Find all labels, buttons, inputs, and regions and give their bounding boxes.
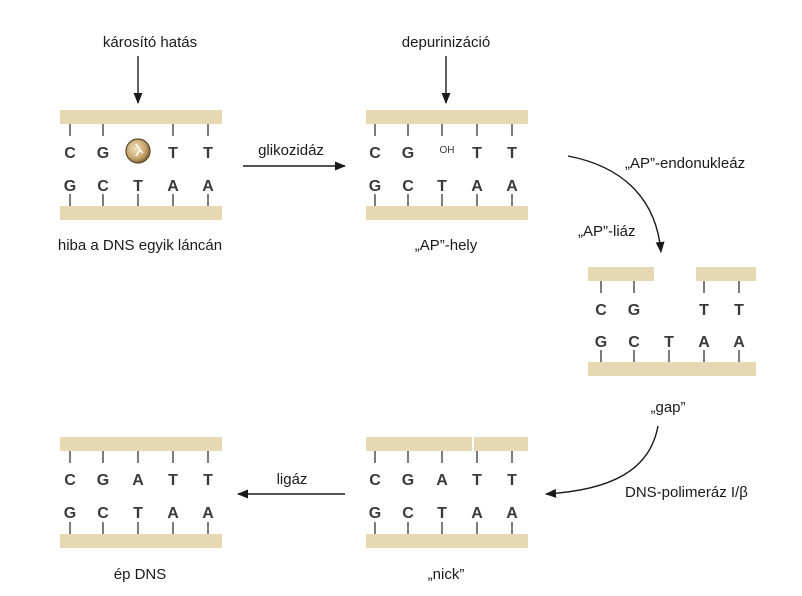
panel-gap: C G T T G C T A A „gap”	[588, 267, 756, 416]
base-bottom-5: A	[506, 178, 518, 195]
base-bottom-4: A	[167, 178, 179, 195]
base-top-5: T	[507, 472, 517, 489]
label-ap-site: „AP”-hely	[415, 237, 478, 254]
base-top-5: T	[203, 472, 213, 489]
oh-group: OH	[440, 145, 455, 156]
backbone-top-left	[588, 267, 654, 281]
base-bottom-2: C	[97, 178, 109, 195]
label-damaging-effect: károsító hatás	[103, 34, 197, 51]
base-bottom-5: A	[202, 178, 214, 195]
base-top-1: C	[64, 145, 76, 162]
base-top-2: G	[97, 145, 109, 162]
label-strand-error: hiba a DNS egyik láncán	[58, 237, 222, 254]
base-bottom-1: G	[64, 178, 76, 195]
backbone-bottom	[366, 206, 528, 220]
backbone-top	[60, 437, 222, 451]
base-bottom-3: T	[437, 505, 447, 522]
backbone-bottom	[60, 534, 222, 548]
top-ticks	[69, 451, 209, 463]
base-top-2: G	[402, 472, 414, 489]
base-bottom-2: C	[97, 505, 109, 522]
base-bottom-5: A	[506, 505, 518, 522]
bottom-ticks	[374, 194, 513, 206]
label-depurination: depurinizáció	[402, 34, 490, 51]
panel-nick: C G A T T G C T A A „nick”	[366, 437, 528, 583]
label-gap: „gap”	[650, 399, 685, 416]
backbone-bottom	[60, 206, 222, 220]
bottom-ticks	[600, 350, 740, 362]
top-ticks	[69, 124, 209, 136]
top-ticks	[600, 281, 740, 293]
base-top-4: T	[168, 472, 178, 489]
panel-ap-site: depurinizáció C G OH T T G C T A A „AP”-…	[366, 34, 528, 254]
base-bottom-5: A	[733, 334, 745, 351]
base-top-2: G	[628, 302, 640, 319]
base-bottom-2: C	[402, 178, 414, 195]
base-bottom-4: A	[471, 178, 483, 195]
label-ap-endonuclease: „AP”-endonukleáz	[625, 155, 745, 172]
base-top-1: C	[369, 472, 381, 489]
base-top-2: G	[97, 472, 109, 489]
base-top-4: T	[168, 145, 178, 162]
base-top-1: C	[64, 472, 76, 489]
panel-intact: C G A T T G C T A A ép DNS	[60, 437, 222, 583]
label-dna-polymerase: DNS-polimeráz I/β	[625, 484, 748, 501]
base-top-1: C	[369, 145, 381, 162]
base-top-3: A	[132, 472, 144, 489]
base-bottom-4: A	[471, 505, 483, 522]
base-bottom-1: G	[369, 505, 381, 522]
bottom-ticks	[374, 522, 513, 534]
base-bottom-3: T	[133, 505, 143, 522]
backbone-top-right	[696, 267, 756, 281]
base-bottom-3: T	[437, 178, 447, 195]
base-bottom-4: A	[167, 505, 179, 522]
base-top-5: T	[507, 145, 517, 162]
base-bottom-3: T	[664, 334, 674, 351]
base-top-4: T	[472, 472, 482, 489]
damaged-base-icon	[125, 138, 151, 164]
base-bottom-3: T	[133, 178, 143, 195]
arrow-dna-polymerase	[544, 425, 659, 498]
label-ligase: ligáz	[277, 471, 308, 488]
bottom-ticks	[69, 522, 209, 534]
backbone-bottom	[366, 534, 528, 548]
base-top-4: T	[699, 302, 709, 319]
base-bottom-2: C	[402, 505, 414, 522]
panel-damaged: károsító hatás C G T T G C T A A hiba	[58, 34, 222, 254]
base-top-3: A	[436, 472, 448, 489]
base-bottom-4: A	[698, 334, 710, 351]
base-top-4: T	[472, 145, 482, 162]
top-ticks	[374, 124, 513, 136]
label-intact-dna: ép DNS	[114, 566, 167, 583]
base-top-2: G	[402, 145, 414, 162]
base-top-1: C	[595, 302, 607, 319]
label-glycosidase: glikozidáz	[258, 142, 324, 159]
base-top-5: T	[203, 145, 213, 162]
backbone-top	[60, 110, 222, 124]
backbone-top-right	[474, 437, 528, 451]
arrow-ap-endonuclease	[567, 155, 665, 254]
label-ap-lyase: „AP”-liáz	[578, 223, 636, 240]
label-nick: „nick”	[428, 566, 465, 583]
base-bottom-1: G	[64, 505, 76, 522]
backbone-bottom	[588, 362, 756, 376]
backbone-top-left	[366, 437, 472, 451]
base-bottom-5: A	[202, 505, 214, 522]
bottom-ticks	[69, 194, 209, 206]
base-bottom-2: C	[628, 334, 640, 351]
base-top-5: T	[734, 302, 744, 319]
top-ticks	[374, 451, 513, 463]
base-bottom-1: G	[369, 178, 381, 195]
backbone-top	[366, 110, 528, 124]
base-bottom-1: G	[595, 334, 607, 351]
